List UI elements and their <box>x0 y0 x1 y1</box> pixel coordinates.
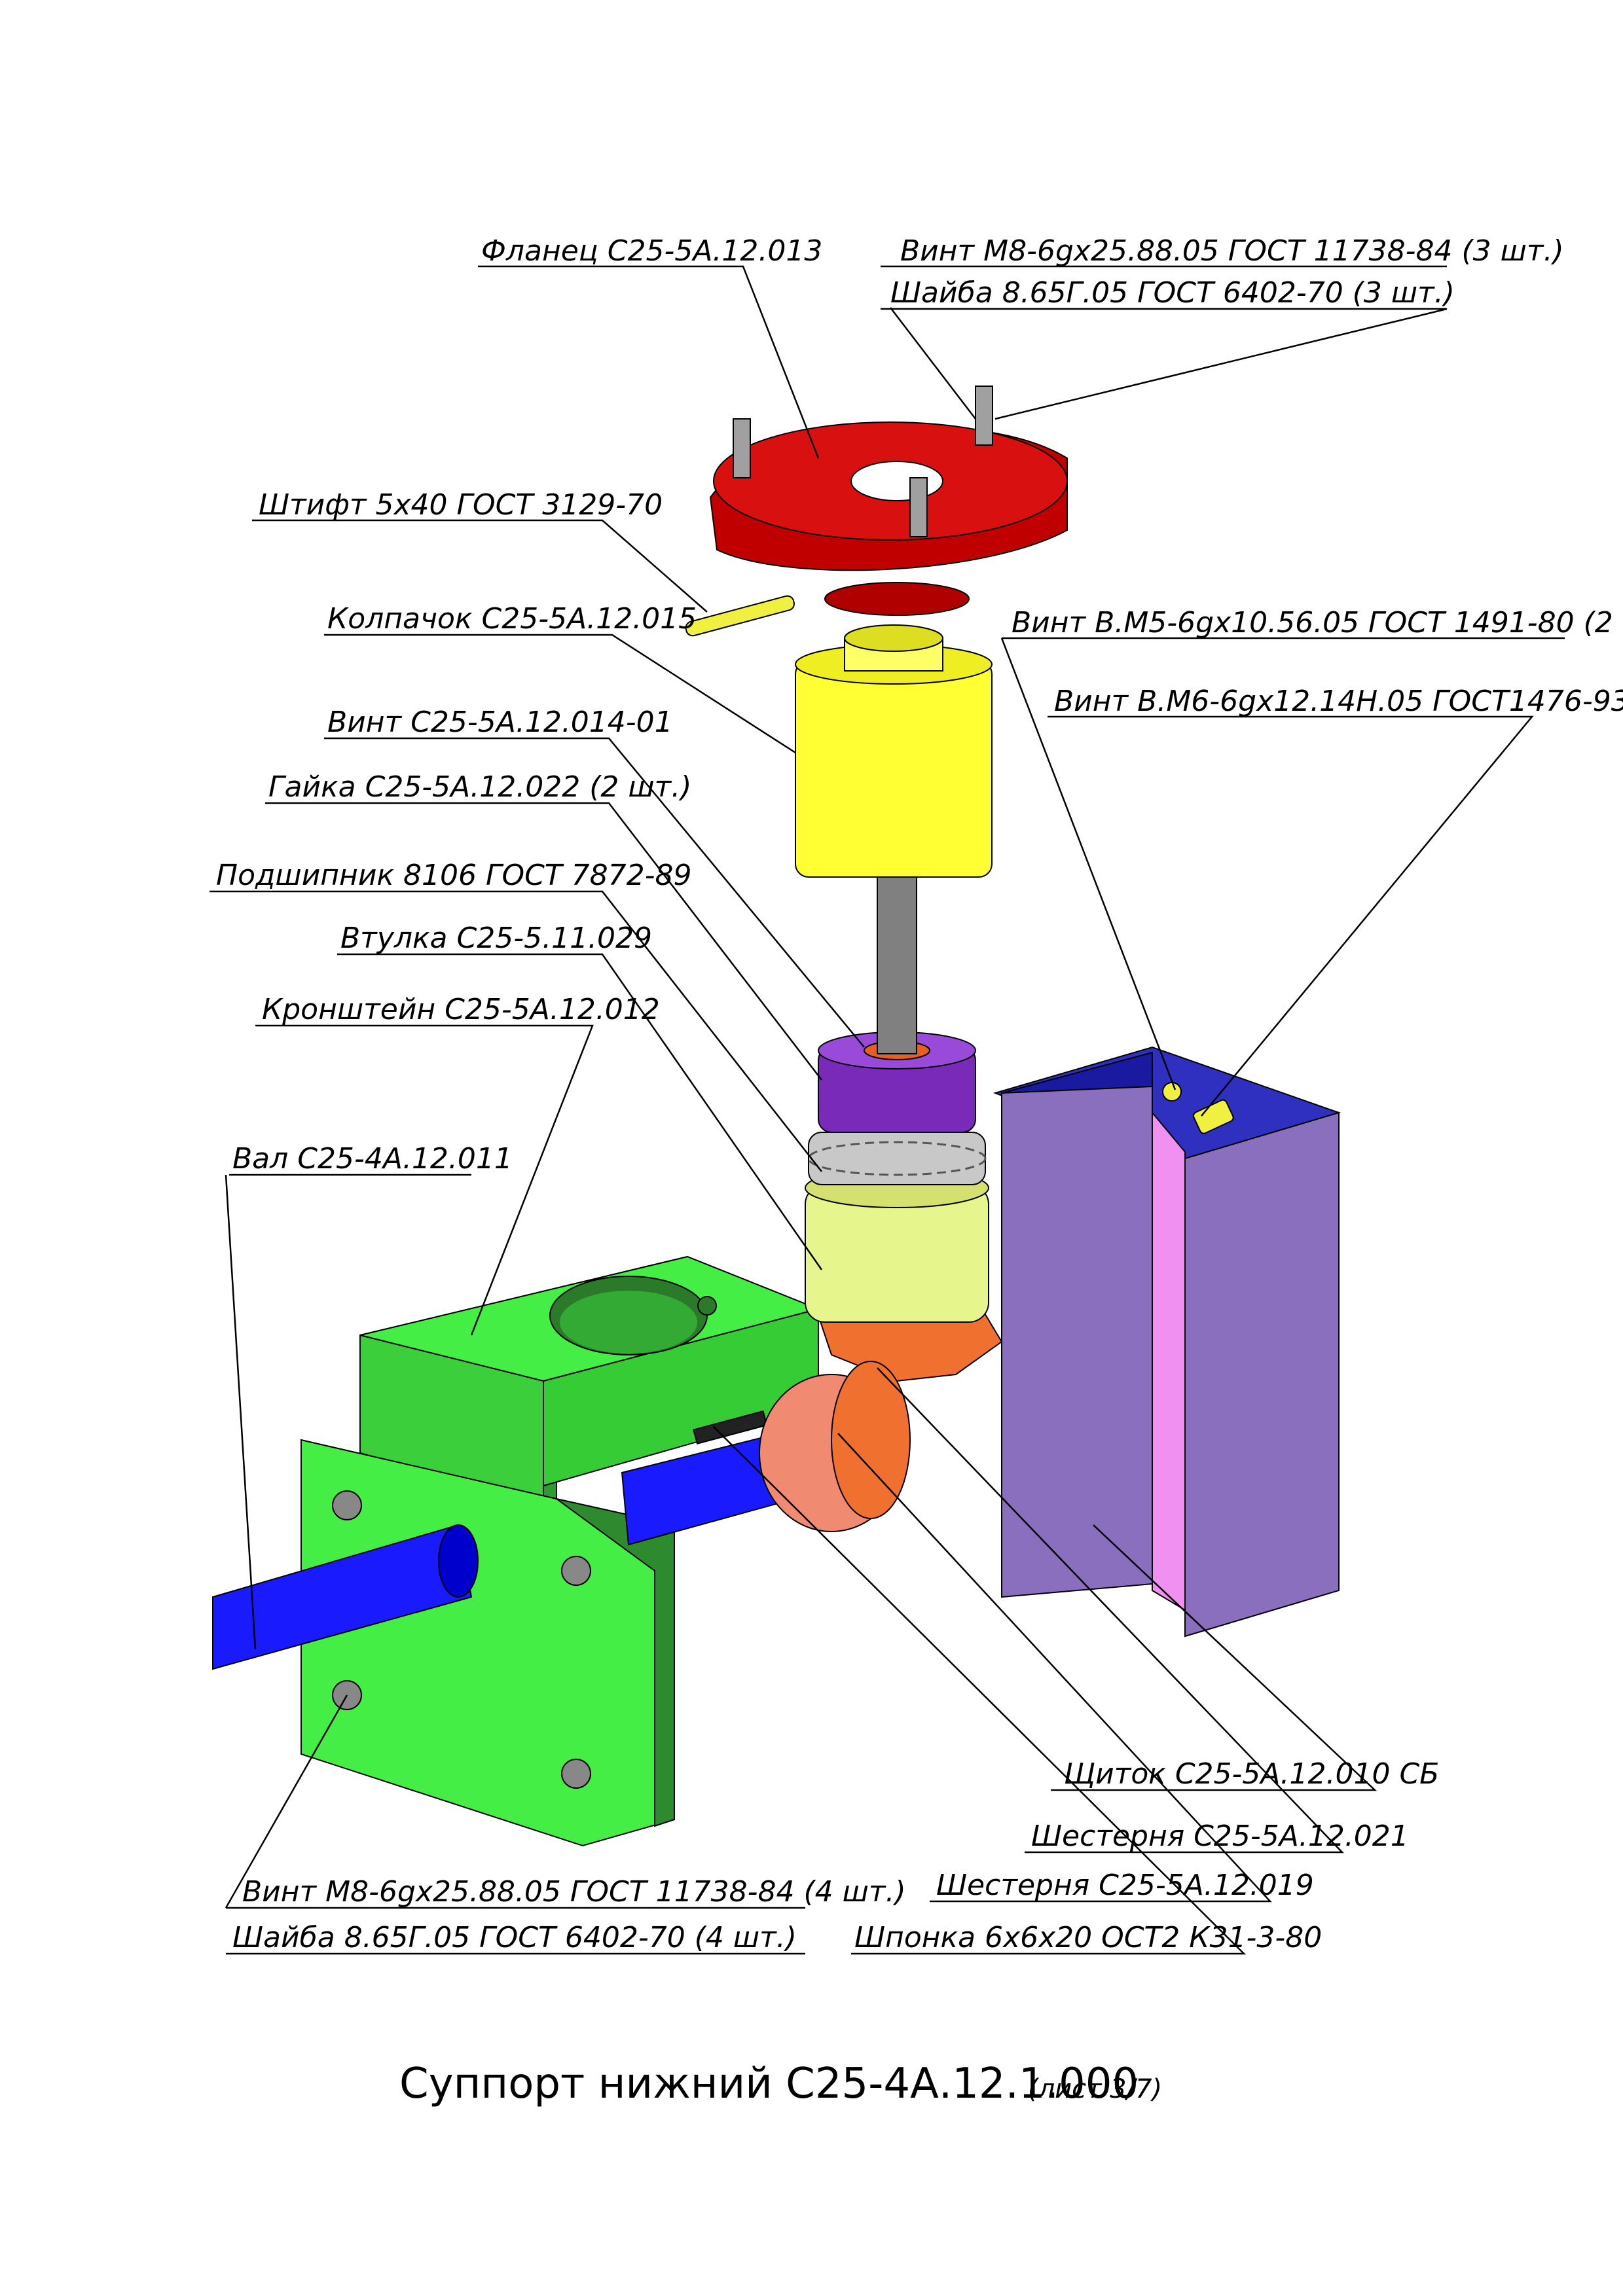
label-shield: Щиток С25-5А.12.010 СБ <box>1064 1757 1439 1791</box>
label-screw-014: Винт С25-5А.12.014-01 <box>327 706 673 739</box>
label-screw-m6: Винт В.М6-6gx12.14Н.05 ГОСТ1476-93 <box>1054 685 1623 718</box>
label-flange: Фланец С25-5А.12.013 <box>481 234 822 268</box>
shield-part <box>993 1046 1341 1638</box>
sleeve-part <box>805 1168 989 1323</box>
label-gear-019: Шестерня С25-5А.12.019 <box>936 1869 1314 1902</box>
label-cap: Колпачок С25-5А.12.015 <box>327 602 697 636</box>
pin-part <box>685 595 795 637</box>
title-main: Суппорт нижний С25-4А.12.1.000 <box>399 2060 1139 2108</box>
label-bearing: Подшипник 8106 ГОСТ 7872-89 <box>216 859 692 892</box>
leader-lines <box>210 265 1565 1955</box>
label-shaft: Вал С25-4А.12.011 <box>232 1142 513 1175</box>
title-sheet: (лист 3/7) <box>1028 2074 1162 2104</box>
label-screw-bottom: Винт М8-6gx25.88.05 ГОСТ 11738-84 (4 шт.… <box>242 1875 906 1909</box>
flange-part <box>709 386 1068 616</box>
label-pin: Штифт 5х40 ГОСТ 3129-70 <box>259 488 663 522</box>
label-nut: Гайка С25-5А.12.022 (2 шт.) <box>268 770 691 804</box>
nut-part <box>818 1031 976 1133</box>
label-screw-top: Винт М8-6gx25.88.05 ГОСТ 11738-84 (3 шт.… <box>900 234 1564 268</box>
screw-rod-part <box>877 870 917 1054</box>
bearing-part <box>807 1132 987 1185</box>
label-gear-021: Шестерня С25-5А.12.021 <box>1031 1820 1409 1853</box>
gear-part <box>759 1308 1003 1532</box>
bracket-part <box>301 1255 821 1847</box>
label-sleeve: Втулка С25-5.11.029 <box>340 922 652 955</box>
drawing-title: Суппорт нижний С25-4А.12.1.000 (лист 3/7… <box>399 2060 1162 2108</box>
label-bracket: Кронштейн С25-5А.12.012 <box>262 993 660 1026</box>
label-washer-bottom: Шайба 8.65Г.05 ГОСТ 6402-70 (4 шт.) <box>232 1921 797 1954</box>
label-key: Шпонка 6х6х20 ОСТ2 К31-3-80 <box>854 1921 1322 1954</box>
cap-part <box>795 624 993 878</box>
label-washer-top: Шайба 8.65Г.05 ГОСТ 6402-70 (3 шт.) <box>890 276 1455 310</box>
callout-labels: Фланец С25-5А.12.013 Винт М8-6gx25.88.05… <box>216 234 1623 1954</box>
label-screw-m5: Винт В.М5-6gx10.56.05 ГОСТ 1491-80 (2 шт… <box>1012 606 1623 639</box>
